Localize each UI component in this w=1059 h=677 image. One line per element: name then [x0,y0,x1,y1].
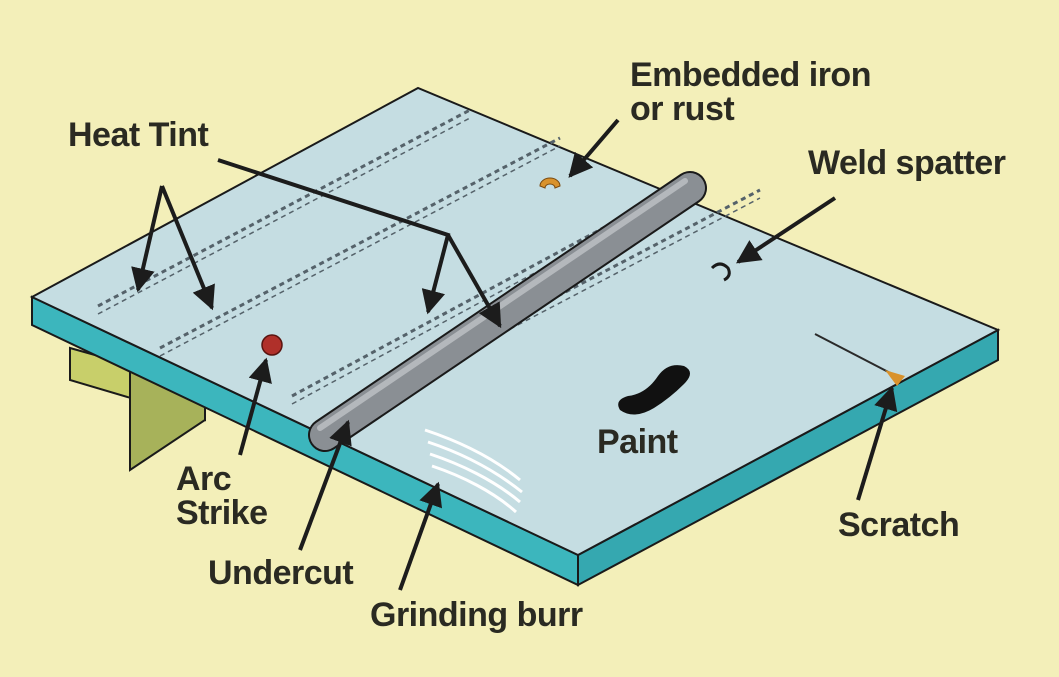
label-arrows [131,118,898,591]
arrow-heat-tint-2 [160,185,215,311]
arrow-scratch [856,385,898,501]
arrow-arc-strike [238,357,272,456]
weld-spatter-mark [710,262,731,282]
label-heat-tint: Heat Tint [68,116,209,154]
label-weld-spatter: Weld spatter [808,144,1006,182]
label-scratch: Scratch [838,506,960,544]
arrow-heat-tint-4 [446,234,502,329]
rust-mark [539,177,561,189]
grinding-burr-marks [424,428,523,514]
label-arc-strike-line-2: Strike [176,494,268,532]
label-arc-strike-line-1: Arc [176,460,232,498]
weld-bead [308,171,707,452]
arrow-undercut [298,419,352,551]
paint-mark [618,365,690,415]
arc-strike-mark [261,334,283,356]
arrow-weld-spatter [735,196,837,264]
label-arc-strike: Arc Strike [176,462,268,530]
arrow-embedded-iron [568,118,620,178]
arrow-grinding-burr [398,481,443,591]
scratch-mark [814,333,905,386]
label-undercut: Undercut [208,554,354,592]
label-embedded-iron: Embedded iron or rust [630,58,871,126]
label-paint: Paint [597,423,678,461]
label-grinding-burr: Grinding burr [370,596,583,634]
label-embedded-iron-line-2: or rust [630,90,735,128]
label-embedded-iron-line-1: Embedded iron [630,56,871,94]
arrow-heat-tint-1 [131,185,164,293]
